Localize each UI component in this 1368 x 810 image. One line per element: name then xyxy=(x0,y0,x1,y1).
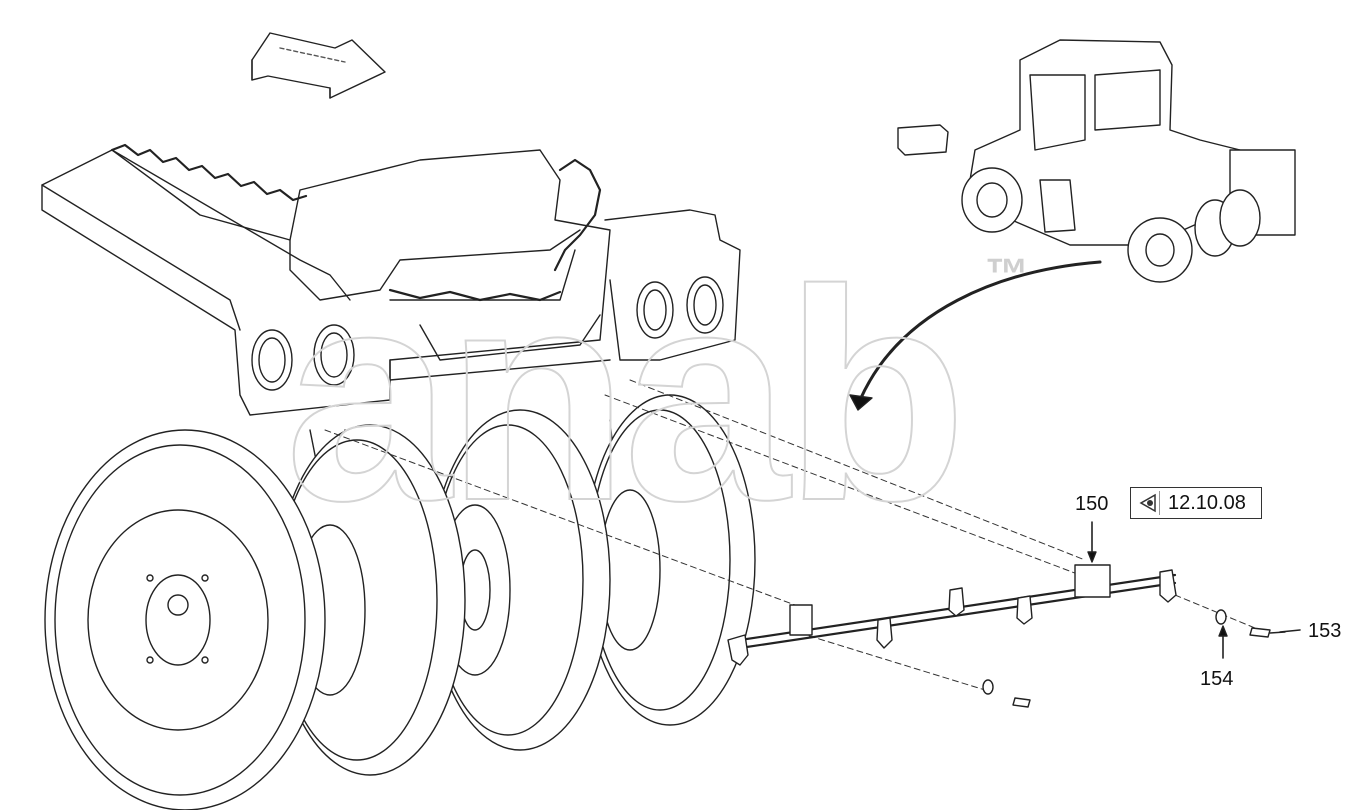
overview-machine-thumbnail xyxy=(897,39,1296,283)
page-reference-link[interactable]: 12.10.08 xyxy=(1130,487,1262,519)
spray-bar-assembly xyxy=(727,564,1177,666)
wheel-front xyxy=(44,429,326,810)
bolt-lower xyxy=(1012,697,1031,708)
washer-154 xyxy=(1215,609,1227,625)
view-reference-icon xyxy=(1139,491,1160,515)
callout-153: 153 xyxy=(1308,620,1342,642)
direction-arrow-icon xyxy=(251,32,386,99)
washer-lower xyxy=(982,679,994,695)
callout-150: 150 xyxy=(1075,493,1109,515)
reference-page-number: 12.10.08 xyxy=(1168,491,1246,514)
wheel-rear-1 xyxy=(274,424,466,776)
wheel-rear-3 xyxy=(584,394,756,726)
callout-154: 154 xyxy=(1200,668,1234,690)
trademark-symbol: ™ xyxy=(985,250,1029,299)
